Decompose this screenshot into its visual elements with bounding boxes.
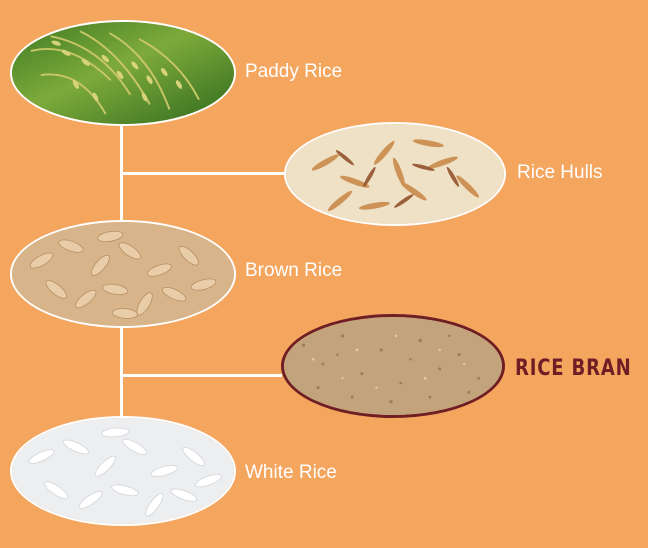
rice-bran-image	[281, 314, 505, 418]
connector-branch-bran	[120, 374, 282, 377]
paddy-rice-label: Paddy Rice	[245, 61, 342, 83]
connector-trunk-bottom	[120, 326, 123, 418]
brown-rice-image	[10, 220, 236, 328]
white-rice-image	[10, 416, 236, 526]
rice-hulls-image	[284, 122, 506, 226]
rice-hulls-label: Rice Hulls	[517, 162, 603, 184]
white-rice-label: White Rice	[245, 462, 337, 484]
paddy-rice-image	[10, 20, 236, 126]
connector-trunk-top	[120, 124, 123, 232]
connector-branch-hulls	[120, 172, 286, 175]
rice-bran-label: RICE BRAN	[515, 356, 632, 381]
brown-rice-label: Brown Rice	[245, 260, 342, 282]
